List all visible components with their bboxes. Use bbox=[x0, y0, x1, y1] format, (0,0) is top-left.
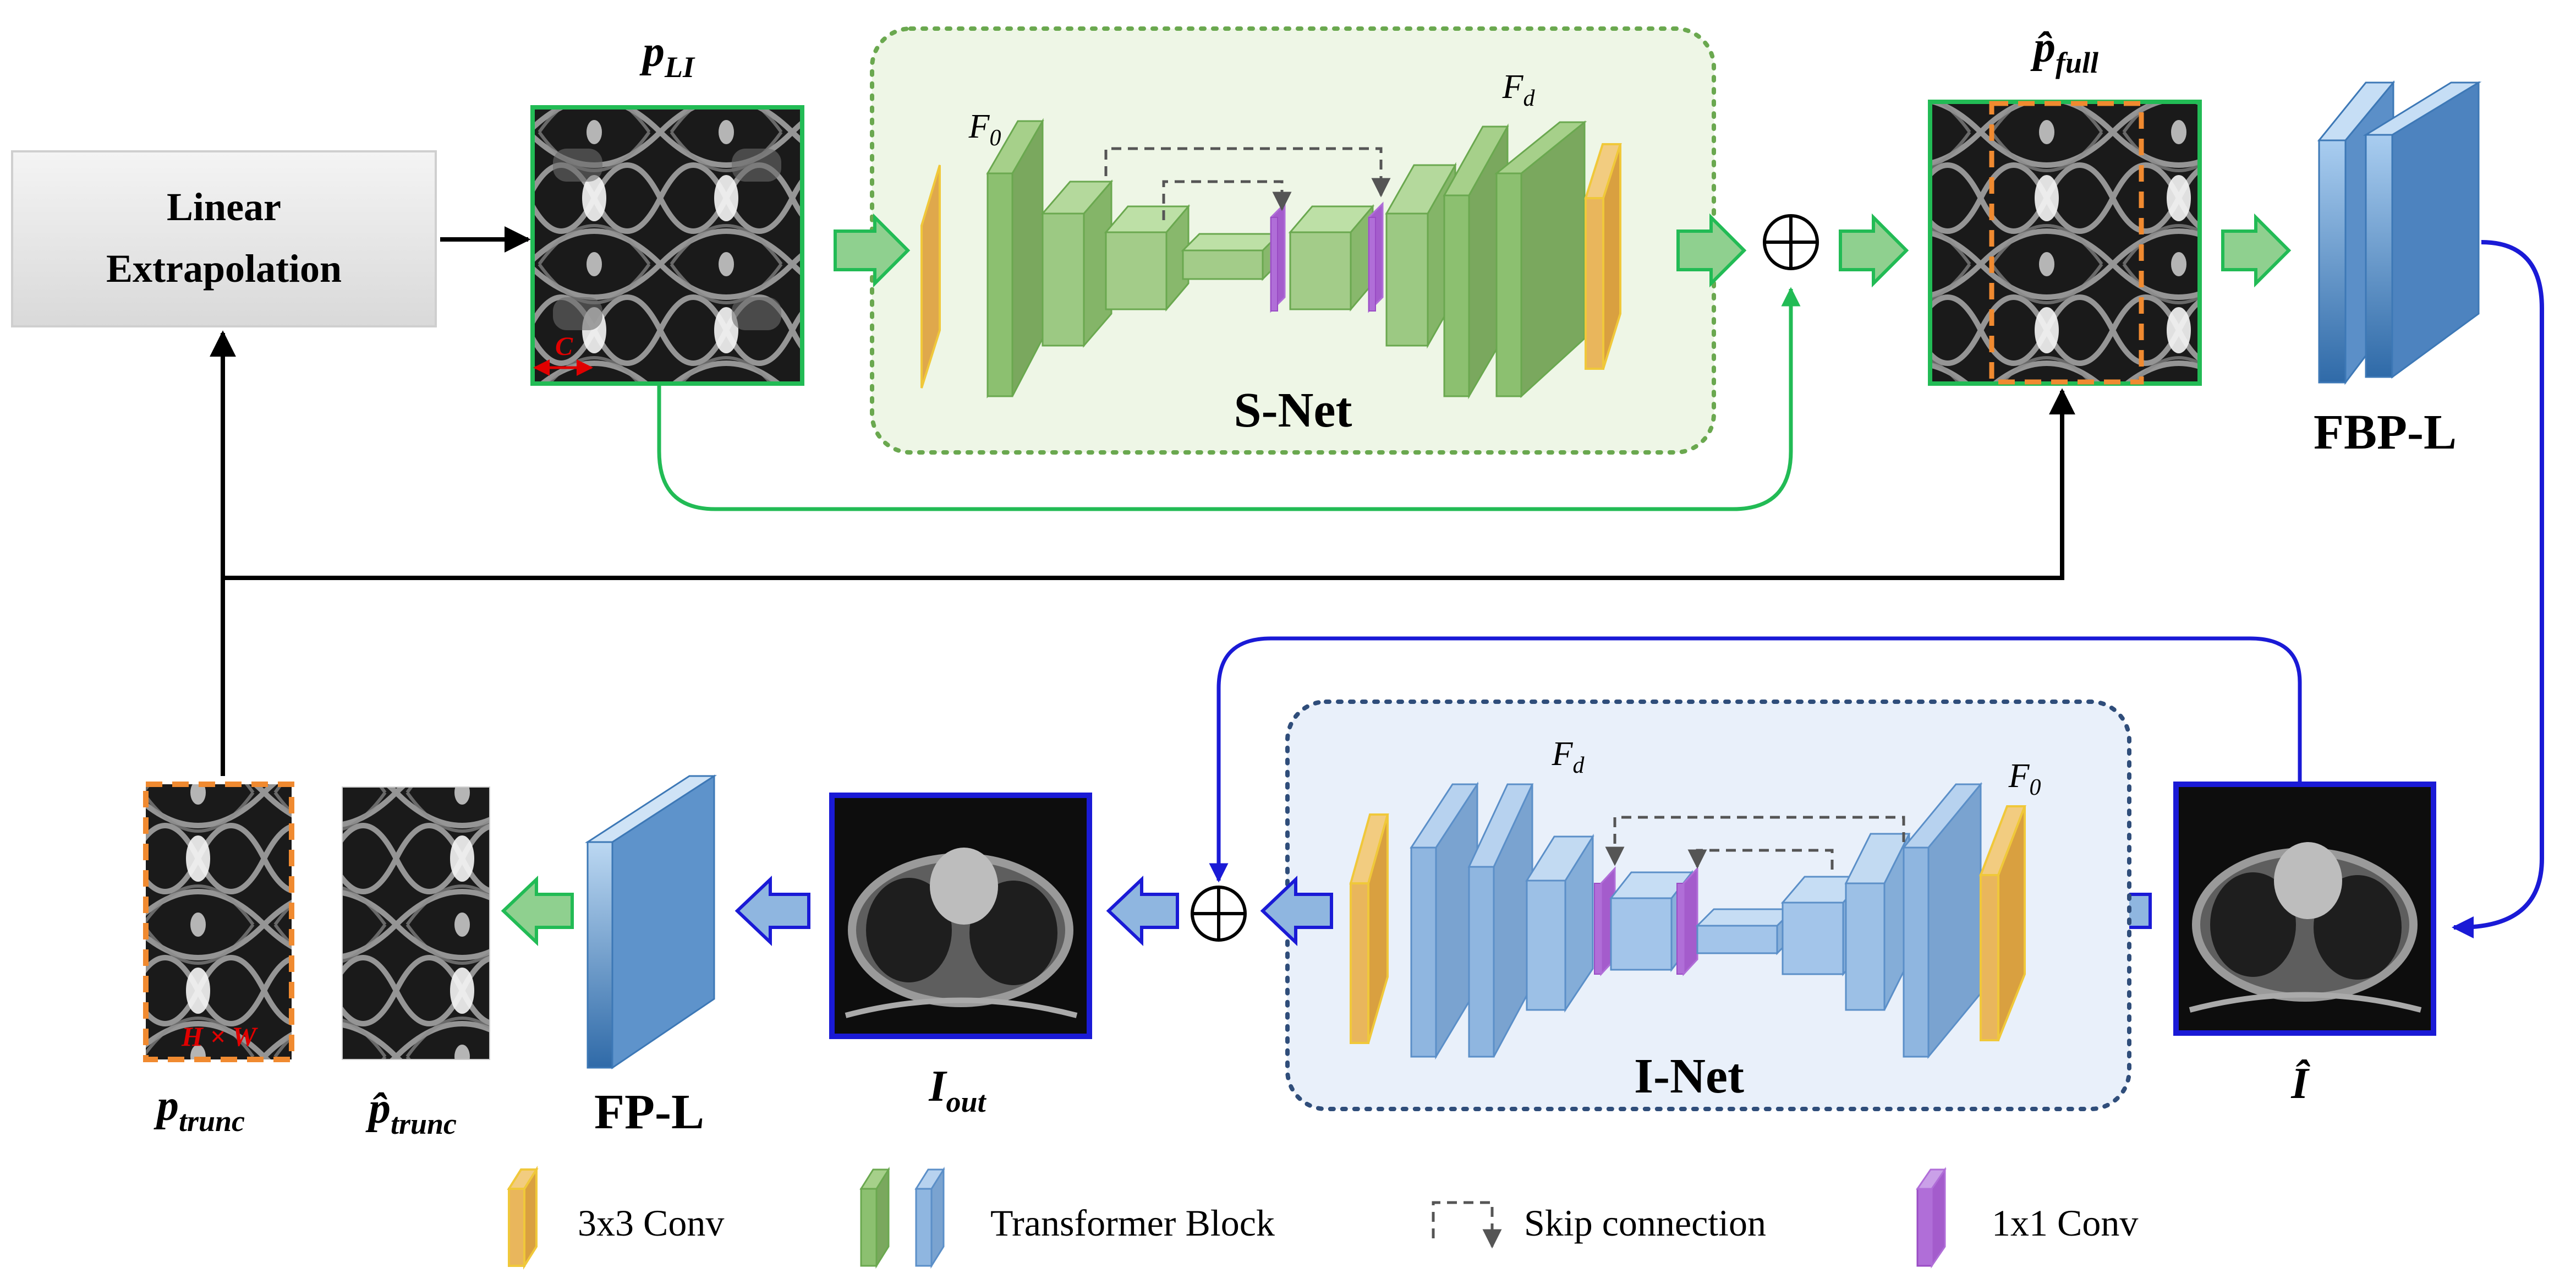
inet-block-a bbox=[1410, 781, 1479, 1060]
legend-skip-label: Skip connection bbox=[1524, 1202, 1766, 1244]
inet-block-b bbox=[1467, 783, 1534, 1058]
snet-encoder-block-2 bbox=[1040, 179, 1114, 348]
snet-output-arrow bbox=[1676, 213, 1747, 288]
hw-marker: H × W bbox=[181, 1021, 258, 1052]
p-li-label: pLI bbox=[639, 28, 695, 84]
p-li-sinogram: C bbox=[530, 105, 804, 386]
p-hat-trunc-sinogram bbox=[342, 786, 490, 1060]
snet-decoder-block-1b bbox=[1494, 120, 1587, 398]
inet-bottleneck bbox=[1695, 907, 1796, 955]
legend-conv1: 1x1 Conv bbox=[1916, 1167, 2138, 1269]
p-full-label: p̂full bbox=[2030, 23, 2098, 79]
inet-conv3-out bbox=[1349, 813, 1389, 1044]
inet-to-oplus-arrow bbox=[1260, 876, 1333, 946]
legend-conv3: 3x3 Conv bbox=[507, 1166, 724, 1270]
inet-f0-label: F0 bbox=[2008, 757, 2041, 800]
legend-conv3-label: 3x3 Conv bbox=[578, 1202, 724, 1244]
i-out-label: Iout bbox=[928, 1062, 986, 1118]
oplus-bottom bbox=[1191, 886, 1247, 942]
legend: 3x3 Conv Transformer Block Skip connecti… bbox=[507, 1166, 2138, 1270]
fpl-to-phat-trunc-arrow bbox=[501, 876, 574, 946]
i-hat-ct-image bbox=[2173, 782, 2436, 1036]
fbp-l-label: FBP-L bbox=[2314, 405, 2457, 460]
inet-fd-label: Fd bbox=[1552, 735, 1585, 778]
snet-input-arrow bbox=[834, 213, 911, 288]
snet-conv3-in bbox=[920, 165, 941, 389]
oplus-to-iout-arrow bbox=[1106, 876, 1179, 946]
inet-title: I-Net bbox=[1634, 1049, 1744, 1103]
linear-extrapolation-label-2: Extrapolation bbox=[106, 247, 342, 291]
snet-encoder-block-3 bbox=[1104, 204, 1191, 312]
legend-transformer: Transformer Block bbox=[859, 1166, 1275, 1269]
s-net-blocks bbox=[920, 118, 1622, 400]
pli-residual-path bbox=[657, 287, 1801, 511]
snet-fd-label: Fd bbox=[1502, 68, 1536, 111]
inet-skip-outer bbox=[1605, 816, 1905, 866]
fp-l-block bbox=[584, 774, 717, 1069]
inet-conv3-in bbox=[1979, 805, 2026, 1041]
legend-skip: Skip connection bbox=[1432, 1201, 1766, 1249]
oplus-top bbox=[1763, 214, 1819, 270]
inet-block-g bbox=[1901, 782, 1983, 1059]
i-net-blocks bbox=[1349, 781, 2026, 1060]
inet-conv1-2 bbox=[1676, 866, 1698, 976]
fbp-l-block bbox=[2317, 80, 2482, 385]
p-hat-trunc-label: p̂trunc bbox=[365, 1084, 457, 1140]
linear-extrapolation-label-1: Linear bbox=[167, 185, 281, 229]
inet-block-c bbox=[1525, 833, 1594, 1013]
inet-skip-inner bbox=[1687, 849, 1834, 870]
p-trunc-sinogram: H × W bbox=[143, 782, 294, 1062]
i-hat-label: Î bbox=[2290, 1059, 2310, 1108]
ihat-residual-path bbox=[1209, 636, 2302, 883]
legend-conv1-label: 1x1 Conv bbox=[1992, 1202, 2138, 1244]
oplus-to-pfull-arrow bbox=[1839, 213, 1909, 288]
fbpl-to-ihat-path bbox=[2452, 240, 2544, 938]
pfull-to-fbpl-arrow bbox=[2221, 213, 2292, 288]
snet-skip-inner bbox=[1162, 180, 1292, 220]
snet-skip-outer bbox=[1104, 147, 1391, 198]
ptrunc-to-pfull-path bbox=[221, 388, 2075, 776]
legend-transformer-label: Transformer Block bbox=[990, 1202, 1275, 1244]
linear-extrapolation-box: Linear Extrapolation bbox=[11, 150, 437, 327]
iout-to-fpl-arrow bbox=[735, 876, 810, 946]
fp-l-label: FP-L bbox=[594, 1085, 704, 1139]
snet-conv1-2 bbox=[1368, 201, 1384, 313]
snet-f0-label: 0F0 bbox=[968, 108, 1001, 151]
i-out-ct-image bbox=[829, 793, 1092, 1039]
snet-conv3-out bbox=[1584, 143, 1622, 370]
snet-decoder-block-3 bbox=[1288, 204, 1375, 312]
snet-bottleneck bbox=[1181, 232, 1281, 281]
snet-encoder-block-1 bbox=[986, 118, 1044, 398]
p-full-sinogram bbox=[1928, 100, 2202, 386]
snet-title: S-Net bbox=[1234, 383, 1352, 438]
c-marker: C bbox=[555, 332, 573, 361]
snet-conv1-1 bbox=[1270, 201, 1286, 313]
p-trunc-label: ptrunc bbox=[154, 1081, 245, 1138]
